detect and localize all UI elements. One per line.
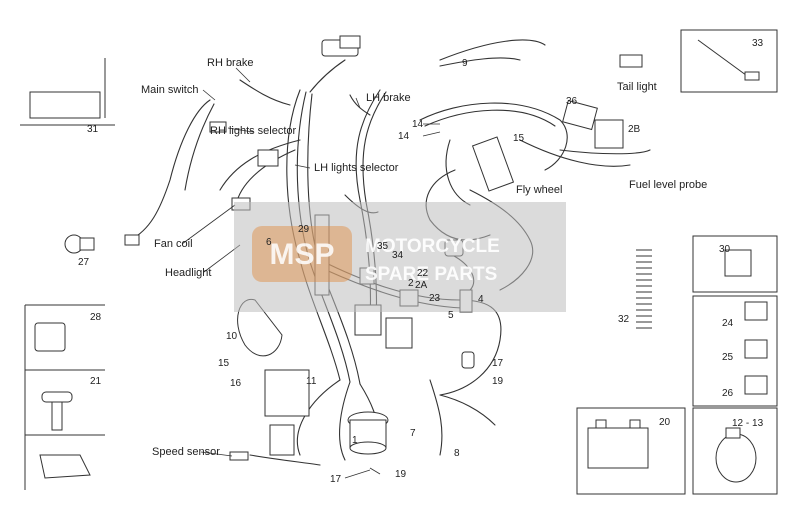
part-4: 4 xyxy=(478,294,484,305)
label-fuel-level-probe: Fuel level probe xyxy=(629,179,707,191)
clamp-12-13 xyxy=(715,433,757,483)
part-15-b: 15 xyxy=(218,358,230,369)
part-20: 20 xyxy=(659,417,671,428)
part-17-a: 17 xyxy=(492,358,504,369)
part-10: 10 xyxy=(226,331,238,342)
tail-light-connector xyxy=(619,54,643,68)
leader-lines xyxy=(181,67,441,479)
screw-21-head xyxy=(41,391,73,403)
label-fly-wheel: Fly wheel xyxy=(516,184,562,196)
part-35: 35 xyxy=(377,241,389,252)
part-21: 21 xyxy=(90,376,102,387)
gasket-36 xyxy=(562,99,598,131)
part-14-b: 14 xyxy=(398,131,410,142)
coil-base xyxy=(349,441,387,455)
relay-30 xyxy=(724,249,752,277)
part-17-b: 17 xyxy=(330,474,342,485)
part-28: 28 xyxy=(90,312,102,323)
label-headlight: Headlight xyxy=(165,267,211,279)
relay-17 xyxy=(461,351,475,369)
box-30 xyxy=(692,235,778,293)
battery-20 xyxy=(587,427,649,469)
inset-contents xyxy=(29,39,768,483)
part-2a: 2A xyxy=(415,280,428,291)
screw-21-shank xyxy=(51,401,63,431)
box-20 xyxy=(576,407,686,495)
fuel-pump-2b xyxy=(594,119,624,149)
fuse-26 xyxy=(744,375,768,395)
watermark-box xyxy=(234,202,566,312)
regulator xyxy=(264,369,310,417)
label-rh-brake: RH brake xyxy=(207,57,253,69)
relay-28 xyxy=(34,322,66,352)
part-9: 9 xyxy=(462,58,468,69)
fuse-25 xyxy=(744,339,768,359)
label-fan-coil: Fan coil xyxy=(154,238,193,250)
cdi-unit xyxy=(471,136,515,192)
part-12-13: 12 - 13 xyxy=(732,418,764,429)
part-8: 8 xyxy=(454,448,460,459)
part-numbers: 9 33 31 36 2B 14 14 15 15 6 29 27 35 34 … xyxy=(78,38,764,485)
part-14-a: 14 xyxy=(412,119,424,130)
box-12-13 xyxy=(692,407,778,495)
rh-selector-connector xyxy=(209,121,227,133)
label-tail-light: Tail light xyxy=(617,81,657,93)
watermark-line-2: SPARE PARTS xyxy=(365,264,497,285)
part-19-a: 19 xyxy=(492,376,504,387)
part-36: 36 xyxy=(566,96,578,107)
ignition-connector-2 xyxy=(385,317,413,349)
part-6: 6 xyxy=(266,237,272,248)
relay-connector xyxy=(257,149,279,167)
headlight-connector xyxy=(124,234,140,246)
fuse-24 xyxy=(744,301,768,321)
label-speed-sensor: Speed sensor xyxy=(152,446,220,458)
part-31: 31 xyxy=(87,124,99,135)
bracket-31 xyxy=(29,91,101,119)
plug-27-body xyxy=(79,237,95,251)
part-11: 11 xyxy=(306,376,317,387)
label-rh-lights-selector: RH lights selector xyxy=(210,125,297,137)
label-main-switch: Main switch xyxy=(141,84,198,96)
part-27: 27 xyxy=(78,257,90,268)
part-30: 30 xyxy=(719,244,731,255)
clip-18 xyxy=(39,454,91,479)
part-2: 2 xyxy=(408,278,414,289)
part-22: 22 xyxy=(417,268,429,279)
part-34: 34 xyxy=(392,250,404,261)
label-lh-lights-selector: LH lights selector xyxy=(314,162,399,174)
part-7: 7 xyxy=(410,428,416,439)
box-33 xyxy=(680,29,778,93)
part-16: 16 xyxy=(230,378,242,389)
part-24: 24 xyxy=(722,318,734,329)
inset-boxes xyxy=(20,29,778,495)
connector-block xyxy=(339,35,361,49)
part-32: 32 xyxy=(618,314,630,325)
part-1: 1 xyxy=(352,435,358,446)
part-29: 29 xyxy=(298,224,310,235)
watermark-logo-text: MSP xyxy=(269,238,334,271)
part-33: 33 xyxy=(752,38,764,49)
speed-sensor-connector xyxy=(229,451,249,461)
part-26: 26 xyxy=(722,388,734,399)
watermark-logo xyxy=(252,226,352,282)
watermark-line-1: MOTORCYCLE xyxy=(365,236,500,257)
harness-32 xyxy=(636,249,652,329)
callout-labels: RH brake Main switch RH lights selector … xyxy=(141,57,707,458)
part-2b: 2B xyxy=(628,124,641,135)
watermark: MSP MOTORCYCLE SPARE PARTS xyxy=(234,202,566,312)
box-24-26 xyxy=(692,295,778,407)
part-23: 23 xyxy=(429,293,441,304)
part-15-a: 15 xyxy=(513,133,525,144)
part-25: 25 xyxy=(722,352,734,363)
part-5: 5 xyxy=(448,310,454,321)
starter-relay xyxy=(269,424,295,456)
part-19-b: 19 xyxy=(395,469,407,480)
label-lh-brake: LH brake xyxy=(366,92,411,104)
